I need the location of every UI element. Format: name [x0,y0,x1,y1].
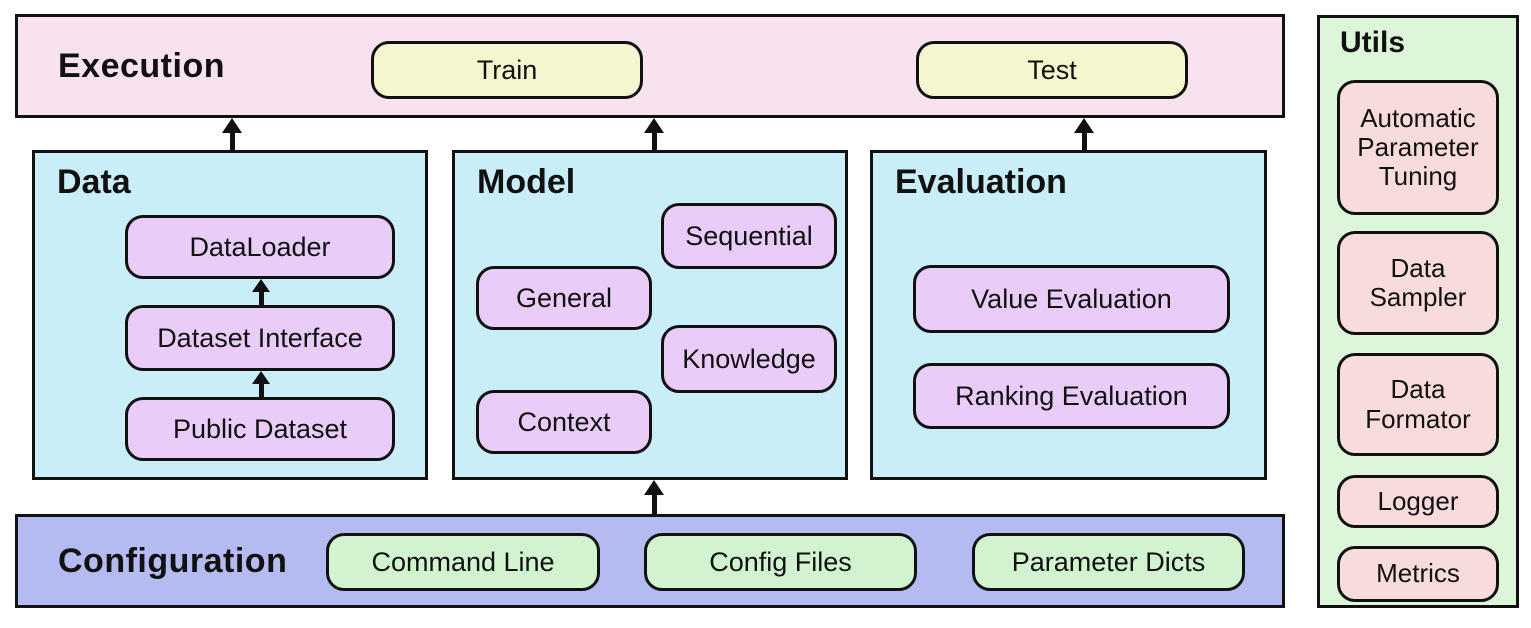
knowledge-box: Knowledge [661,325,837,393]
context-box: Context [476,390,652,454]
arrow-shaft [229,133,235,150]
data-sampler-box: Data Sampler [1337,231,1499,335]
configuration-title: Configuration [58,541,288,580]
value-evaluation-box: Value Evaluation [913,265,1230,333]
config-files-box: Config Files [644,533,917,591]
evaluation-panel: Evaluation Value Evaluation Ranking Eval… [870,150,1267,480]
arrow-dataset-interface-to-dataloader [252,371,270,397]
data-title: Data [57,163,131,201]
arrow-data-to-execution [222,118,242,150]
utils-panel: Utils Automatic Parameter Tuning Data Sa… [1317,15,1519,608]
logger-box: Logger [1337,475,1499,528]
test-box: Test [916,41,1188,99]
arrow-head-icon [1074,118,1094,133]
arrow-head-icon [644,118,664,133]
arrow-head-icon [252,279,270,292]
model-panel: Model Sequential General Knowledge Conte… [452,150,848,480]
public-dataset-box: Public Dataset [125,397,395,461]
arrow-shaft [258,292,264,305]
data-formator-box: Data Formator [1337,353,1499,456]
execution-title: Execution [58,46,225,85]
arrow-head-icon [644,480,664,495]
dataloader-box: DataLoader [125,215,395,279]
execution-panel: Execution Train Test [15,14,1285,118]
arrow-head-icon [222,118,242,133]
arrow-shaft [651,133,657,150]
arrow-shaft [1081,133,1087,150]
model-title: Model [477,163,576,201]
arrow-public-dataset-to-dataset-interface [252,279,270,305]
arrow-head-icon [252,371,270,384]
evaluation-title: Evaluation [895,163,1067,201]
arrow-shaft [651,495,657,514]
dataset-interface-box: Dataset Interface [125,305,395,371]
parameter-dicts-box: Parameter Dicts [972,533,1245,591]
sequential-box: Sequential [661,203,837,269]
arrow-model-to-execution [644,118,664,150]
train-box: Train [371,41,643,99]
arrow-configuration-to-model [644,480,664,514]
automatic-parameter-tuning-box: Automatic Parameter Tuning [1337,80,1499,215]
arrow-shaft [258,384,264,397]
data-panel: Data DataLoader Dataset Interface Public… [32,150,428,480]
command-line-box: Command Line [326,533,600,591]
arrow-evaluation-to-execution [1074,118,1094,150]
metrics-box: Metrics [1337,546,1499,602]
ranking-evaluation-box: Ranking Evaluation [913,363,1230,429]
general-box: General [476,266,652,330]
configuration-panel: Configuration Command Line Config Files … [15,514,1285,608]
utils-title: Utils [1340,26,1406,59]
